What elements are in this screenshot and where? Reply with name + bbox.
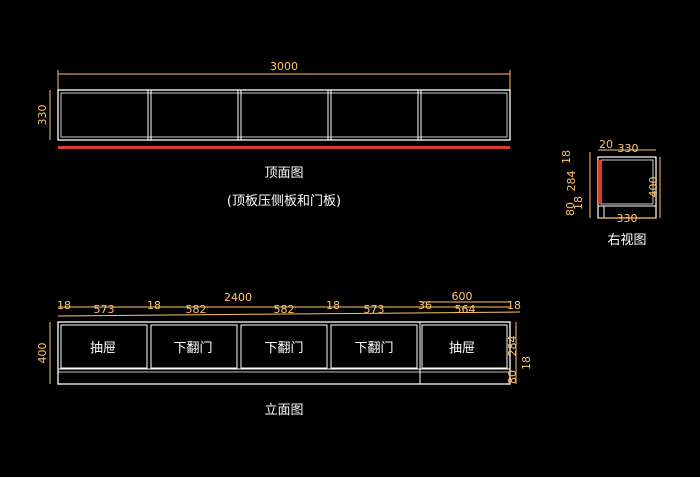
right-view-caption: 右视图 [607,233,646,248]
right-dim-400: 400 [647,177,660,198]
elevation-caption: 立面图 [264,403,303,418]
top-view: 3000 330 顶面图 (顶板压侧板和门板) [36,60,511,209]
elev-seg-573-a: 573 [94,303,115,316]
panel-2 [150,324,238,369]
elev-seg-36: 36 [418,299,432,312]
elev-right-80: 80 [506,370,519,384]
elev-seg-18-a: 18 [57,299,71,312]
elev-total-600: 600 [452,290,473,303]
top-view-caption: 顶面图 [264,166,303,181]
panel-3-label: 下翻门 [264,341,303,356]
panel-2-label: 下翻门 [173,341,212,356]
elev-seg-18-c: 18 [326,299,340,312]
panel-3 [240,324,328,369]
panel-5 [421,324,508,369]
elev-seg-18-b: 18 [147,299,161,312]
elev-seg-582-b: 582 [274,303,295,316]
right-dim-20: 20 [599,138,613,151]
panel-1-label: 抽屉 [90,341,116,356]
panel-4 [330,324,418,369]
top-overall-width-label: 3000 [270,60,298,73]
elevation-outline [57,321,511,385]
panel-5-label: 抽屉 [449,341,475,356]
elev-right-18: 18 [520,356,533,370]
top-view-outline [57,89,511,141]
elev-seg-564: 564 [455,303,476,316]
elevation-view: 2400 600 18 573 18 582 582 18 573 36 564… [36,290,533,418]
top-front-edge [58,146,510,149]
right-dim-330-top: 330 [618,142,639,155]
elev-total-2400: 2400 [224,291,252,304]
right-view: 20 330 18 284 18 80 400 330 右视图 [560,138,661,248]
right-dim-80: 80 [564,202,577,216]
elev-seg-573-b: 573 [364,303,385,316]
right-dim-330-bottom: 330 [617,212,638,225]
elev-seg-582-a: 582 [186,303,207,316]
panel-1 [60,324,148,369]
right-dim-18-top: 18 [560,150,573,164]
top-view-note: (顶板压侧板和门板) [227,194,341,209]
elev-right-284: 284 [506,336,519,357]
panel-4-label: 下翻门 [354,341,393,356]
top-depth-label: 330 [36,105,49,126]
elev-seg-18-d: 18 [507,299,521,312]
right-dim-18-bottom: 18 [572,196,585,210]
right-dim-284: 284 [565,171,578,192]
elev-height-400: 400 [36,343,49,364]
